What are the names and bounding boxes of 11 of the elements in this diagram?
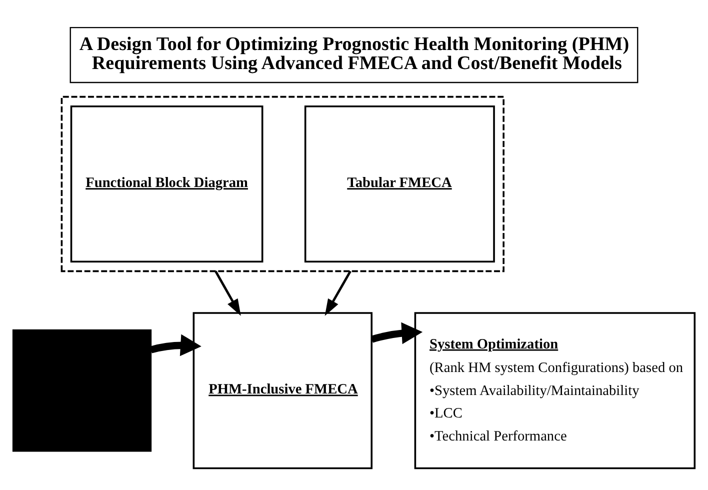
arrow	[324, 270, 352, 316]
node-box: System Optimization (Rank HM system Configurations) based on •System Availability/Maintainability •LCC •Technical Performance	[414, 312, 696, 469]
node-box: Functional Block Diagram	[70, 104, 264, 262]
node-box: Tabular FMECA	[304, 104, 495, 262]
arrow	[214, 270, 241, 316]
arrow	[371, 322, 423, 344]
node-box: PHM-Inclusive FMECA	[192, 312, 372, 469]
node-box	[12, 328, 152, 452]
cluster	[60, 95, 504, 272]
arrow	[150, 334, 202, 356]
diagram-title: A Design Tool for Optimizing Prognostic Health Monitoring (PHM) Requirements Using Advanced FMECA and Cost/Benefit Models	[79, 34, 630, 74]
